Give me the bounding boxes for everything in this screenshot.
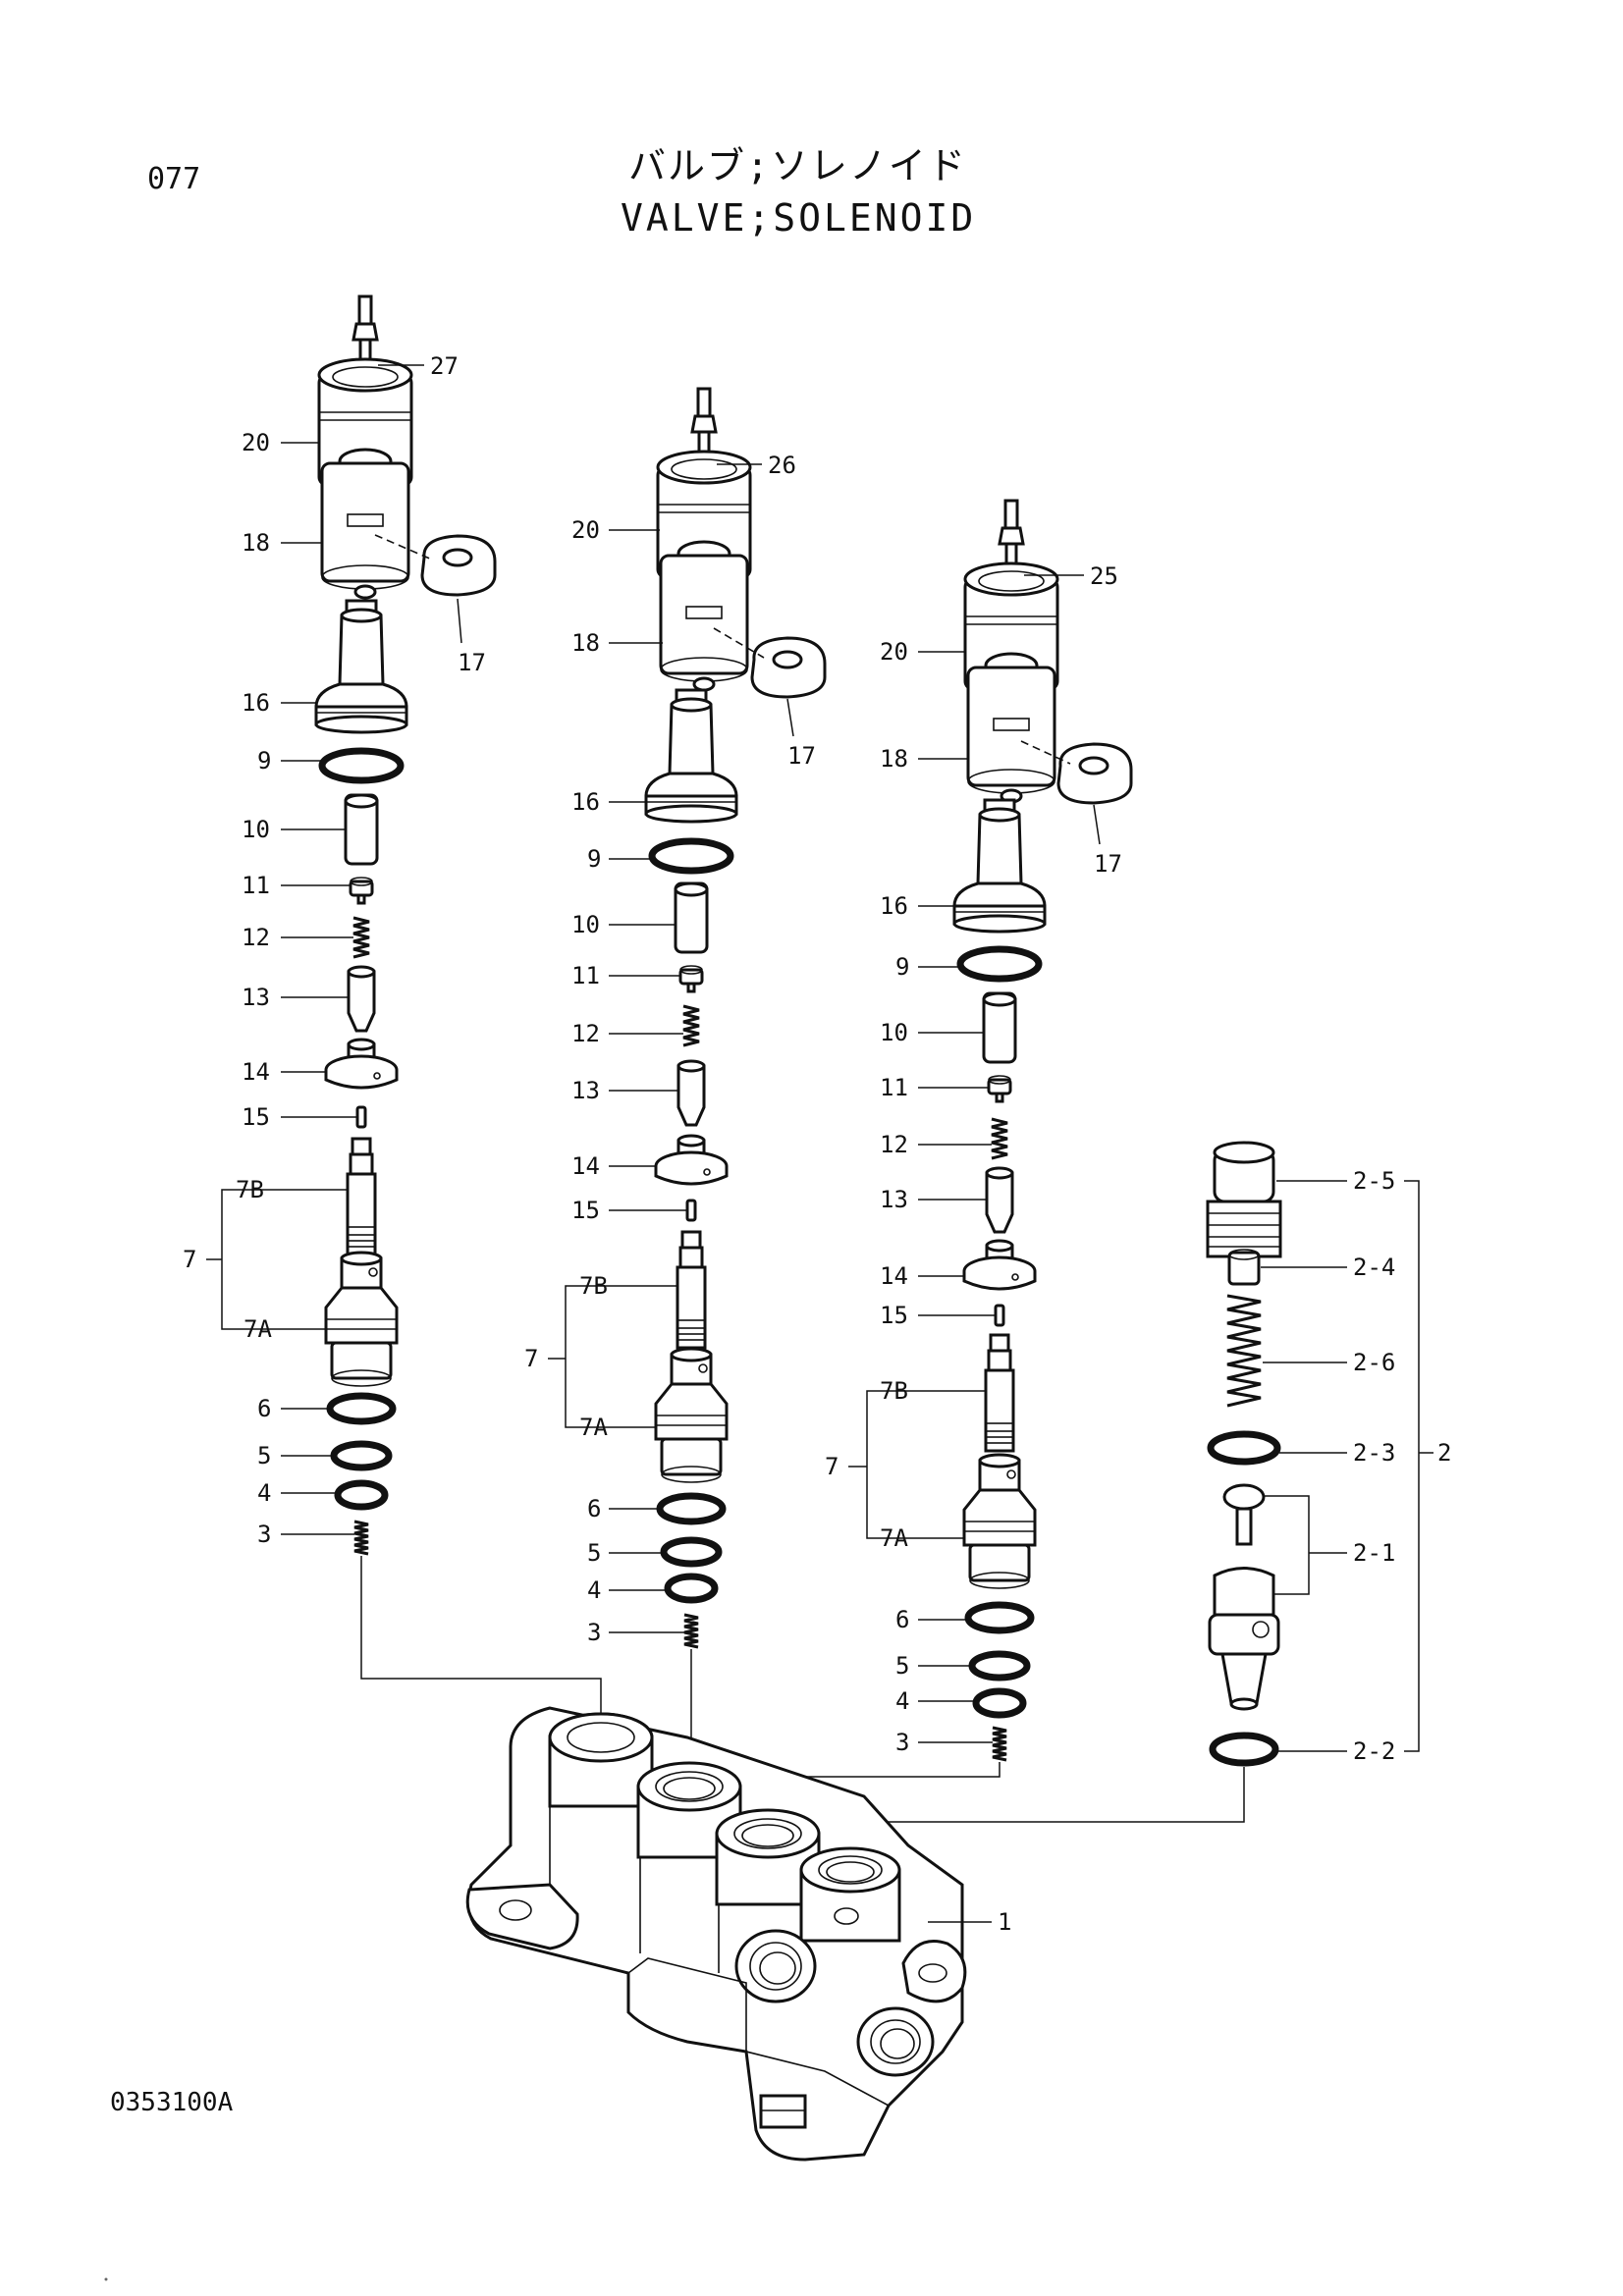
callout-7: 7 bbox=[524, 1345, 538, 1372]
callout-7: 7 bbox=[183, 1246, 196, 1273]
callout-17: 17 bbox=[458, 649, 486, 676]
callout-12: 12 bbox=[880, 1131, 908, 1158]
callout-26: 26 bbox=[768, 452, 796, 479]
callout-15: 15 bbox=[242, 1103, 270, 1131]
callout-15: 15 bbox=[880, 1302, 908, 1329]
callout-20: 20 bbox=[571, 516, 600, 544]
callout-13: 13 bbox=[571, 1077, 600, 1104]
callout-5: 5 bbox=[895, 1652, 909, 1680]
drawing-code: 0353100A bbox=[110, 2088, 234, 2117]
callout-5: 5 bbox=[257, 1442, 271, 1469]
callout-4: 4 bbox=[257, 1479, 271, 1507]
callout-3: 3 bbox=[257, 1521, 271, 1548]
callout-10: 10 bbox=[880, 1019, 908, 1046]
callout-2-6: 2-6 bbox=[1353, 1349, 1395, 1376]
callout-11: 11 bbox=[571, 962, 600, 989]
page-number: 077 bbox=[147, 162, 201, 196]
callout-17: 17 bbox=[1094, 850, 1122, 878]
title-japanese: バルブ;ソレノイド bbox=[628, 144, 967, 187]
callout-4: 4 bbox=[587, 1576, 601, 1604]
callout-2-2: 2-2 bbox=[1353, 1737, 1395, 1765]
callout-11: 11 bbox=[880, 1074, 908, 1101]
callout-18: 18 bbox=[242, 529, 270, 557]
callout-16: 16 bbox=[571, 788, 600, 816]
callout-16: 16 bbox=[242, 689, 270, 717]
callout-18: 18 bbox=[571, 629, 600, 657]
callout-1: 1 bbox=[998, 1908, 1011, 1936]
relief-valve-assembly-2: 2-5 2-4 2-6 2-3 2 2-1 2-2 bbox=[849, 1141, 1451, 1845]
callout-13: 13 bbox=[242, 984, 270, 1011]
callout-2: 2 bbox=[1437, 1439, 1451, 1467]
callout-2-1: 2-1 bbox=[1353, 1539, 1395, 1567]
callout-14: 14 bbox=[571, 1152, 600, 1180]
callout-12: 12 bbox=[242, 924, 270, 951]
callout-9: 9 bbox=[895, 953, 909, 981]
callout-7B: 7B bbox=[880, 1377, 908, 1405]
solenoid-valve-assembly-1: 27 20 18 17 16 9 10 11 12 13 14 15 7B 7 … bbox=[183, 294, 602, 1728]
callout-16: 16 bbox=[880, 892, 908, 920]
callout-2-5: 2-5 bbox=[1353, 1167, 1395, 1195]
valve-body-1: 1 bbox=[465, 1706, 1011, 2162]
callout-6: 6 bbox=[587, 1495, 601, 1522]
callout-10: 10 bbox=[571, 911, 600, 938]
scan-speck bbox=[104, 2277, 108, 2281]
callout-20: 20 bbox=[880, 638, 908, 666]
title-english: VALVE;SOLENOID bbox=[621, 196, 977, 240]
callout-2-4: 2-4 bbox=[1353, 1254, 1395, 1281]
callout-7B: 7B bbox=[236, 1176, 264, 1203]
callout-17: 17 bbox=[787, 742, 816, 770]
callout-3: 3 bbox=[895, 1729, 909, 1756]
callout-2-3: 2-3 bbox=[1353, 1439, 1395, 1467]
callout-7: 7 bbox=[825, 1453, 839, 1480]
callout-3: 3 bbox=[587, 1619, 601, 1646]
callout-9: 9 bbox=[257, 747, 271, 774]
callout-13: 13 bbox=[880, 1186, 908, 1213]
callout-7A: 7A bbox=[243, 1315, 272, 1343]
callout-14: 14 bbox=[242, 1058, 270, 1086]
callout-14: 14 bbox=[880, 1262, 908, 1290]
callout-5: 5 bbox=[587, 1539, 601, 1567]
callout-20: 20 bbox=[242, 429, 270, 456]
callout-15: 15 bbox=[571, 1197, 600, 1224]
callout-7B: 7B bbox=[579, 1272, 608, 1300]
callout-4: 4 bbox=[895, 1687, 909, 1715]
callout-18: 18 bbox=[880, 745, 908, 773]
callout-10: 10 bbox=[242, 816, 270, 843]
callout-6: 6 bbox=[895, 1606, 909, 1633]
solenoid-valve-assembly-2: 26 20 18 17 16 9 10 11 12 13 14 15 7B 7 … bbox=[524, 387, 827, 1767]
solenoid-valve-assembly-3: 25 20 18 17 16 9 10 11 12 13 14 15 7B 7 … bbox=[767, 499, 1133, 1814]
callout-6: 6 bbox=[257, 1395, 271, 1422]
callout-27: 27 bbox=[430, 352, 459, 380]
callout-12: 12 bbox=[571, 1020, 600, 1047]
callout-7A: 7A bbox=[579, 1414, 608, 1441]
callout-7A: 7A bbox=[880, 1524, 908, 1552]
callout-11: 11 bbox=[242, 872, 270, 899]
callout-9: 9 bbox=[587, 845, 601, 873]
callout-25: 25 bbox=[1090, 562, 1118, 590]
